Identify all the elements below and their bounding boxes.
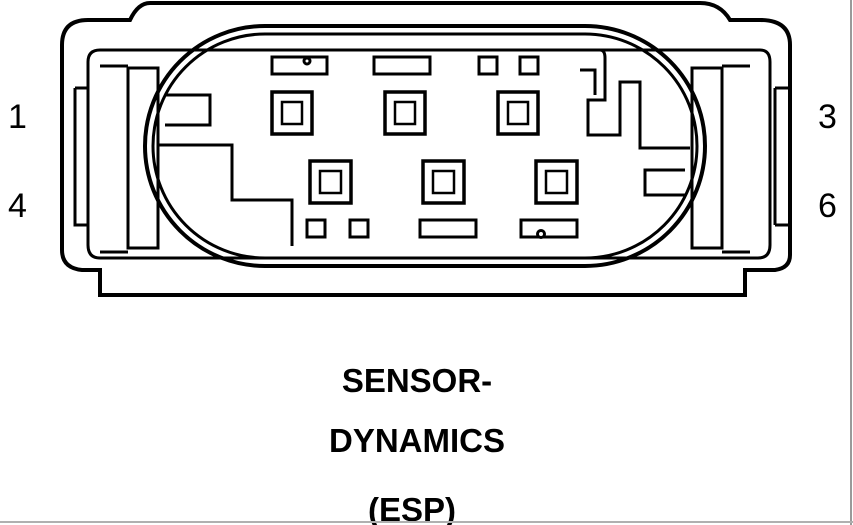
connector-housing bbox=[60, 0, 792, 297]
pin-cavity bbox=[421, 159, 466, 205]
coding-keys bbox=[158, 48, 690, 246]
caption-line-2: DYNAMICS bbox=[329, 422, 505, 459]
pin-cavity bbox=[496, 90, 540, 136]
latch-slots bbox=[270, 55, 579, 239]
pin-cavity bbox=[308, 159, 353, 205]
pin-cavity bbox=[534, 159, 579, 205]
pin-cavities bbox=[270, 90, 579, 205]
pin-label-3: 3 bbox=[818, 98, 837, 136]
pin-label-6: 6 bbox=[818, 187, 837, 225]
oval-shroud bbox=[143, 24, 707, 268]
caption-line-1: SENSOR- bbox=[342, 362, 492, 399]
caption-line-3: (ESP) bbox=[368, 491, 456, 525]
pin-cavity bbox=[270, 90, 314, 136]
pin-label-4: 4 bbox=[8, 187, 27, 225]
pin-label-1: 1 bbox=[8, 98, 27, 136]
pin-cavity bbox=[383, 90, 427, 136]
